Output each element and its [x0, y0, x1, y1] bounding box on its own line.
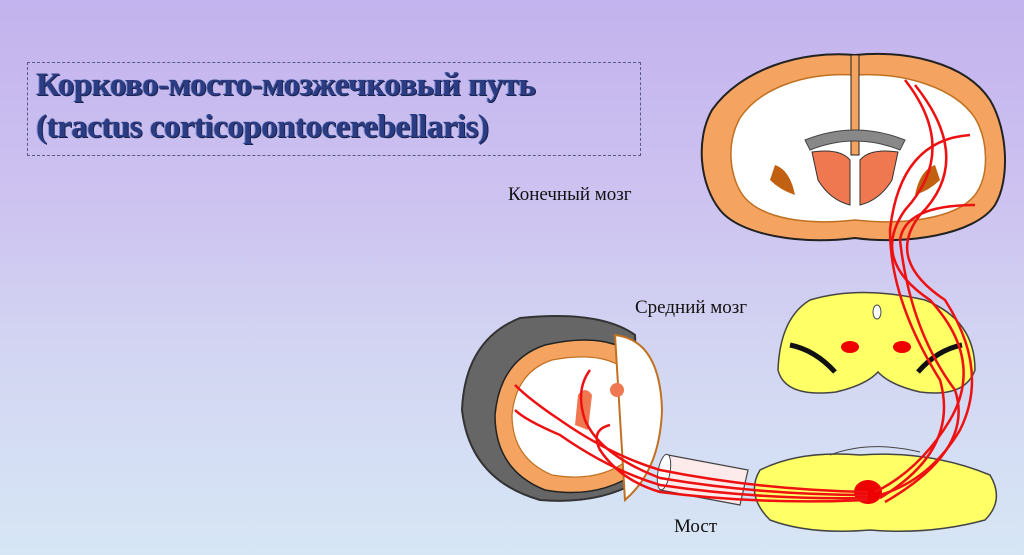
corticopontine-fibers	[874, 79, 976, 504]
label-midbrain: Средний мозг	[635, 297, 748, 318]
title-line-russian: Корково-мосто-мозжечковый путь	[36, 67, 536, 103]
midbrain-section	[777, 291, 976, 394]
title-line-latin: (tractus corticopontocerebellaris)	[36, 109, 489, 145]
pontocerebellar-fibers	[514, 369, 869, 503]
title-box: Корково-мосто-мозжечковый путь (tractus …	[27, 62, 641, 156]
label-pons: Мост	[674, 516, 718, 537]
cerebellum-section	[460, 315, 664, 503]
cerebrum-section	[700, 52, 1007, 242]
label-telencephalon: Конечный мозг	[508, 184, 632, 205]
